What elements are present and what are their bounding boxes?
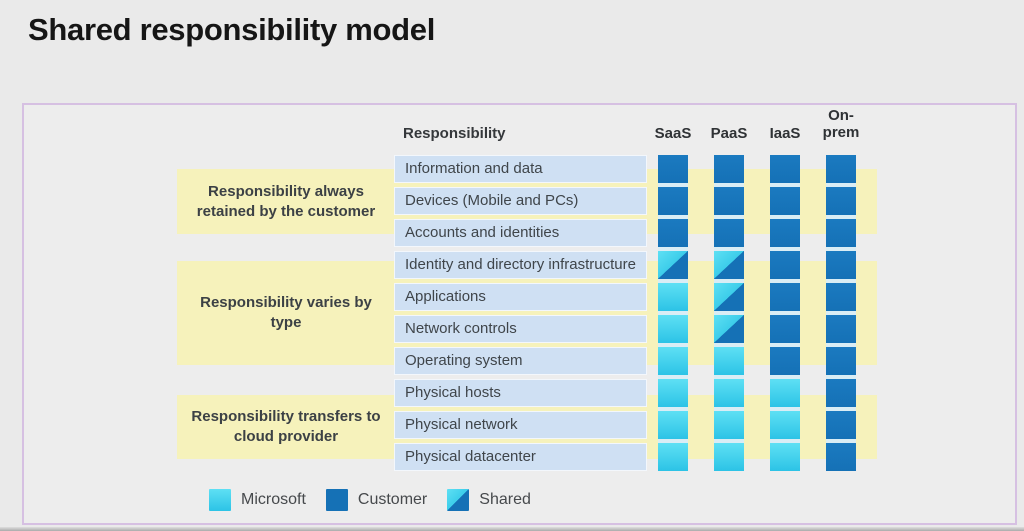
cell-customer	[826, 283, 856, 311]
column-header-onprem: On-prem	[822, 107, 860, 141]
cell-customer	[770, 251, 800, 279]
cell-column-iaas	[770, 155, 800, 471]
cell-customer	[658, 187, 688, 215]
cell-customer	[826, 379, 856, 407]
cell-shared	[658, 251, 688, 279]
cell-microsoft	[770, 411, 800, 439]
legend-item-shared: Shared	[447, 489, 531, 511]
cell-shared	[714, 283, 744, 311]
responsibility-row: Physical datacenter	[394, 443, 647, 471]
diagram-panel: Responsibility always retained by the cu…	[22, 103, 1017, 525]
column-header-paas: PaaS	[710, 125, 748, 142]
cell-microsoft	[658, 347, 688, 375]
responsibility-row: Devices (Mobile and PCs)	[394, 187, 647, 215]
cell-customer	[826, 315, 856, 343]
responsibility-row: Network controls	[394, 315, 647, 343]
cell-column-paas	[714, 155, 744, 471]
cell-shared	[714, 251, 744, 279]
cell-microsoft	[658, 443, 688, 471]
cell-microsoft	[658, 379, 688, 407]
responsibility-row: Applications	[394, 283, 647, 311]
customer-swatch-icon	[325, 489, 348, 511]
cell-customer	[826, 347, 856, 375]
cell-microsoft	[770, 443, 800, 471]
cell-customer	[770, 347, 800, 375]
cell-microsoft	[658, 283, 688, 311]
cell-microsoft	[714, 411, 744, 439]
responsibility-column-header: Responsibility	[403, 125, 506, 142]
cell-customer	[770, 315, 800, 343]
cell-customer	[826, 411, 856, 439]
cell-customer	[658, 219, 688, 247]
cell-customer	[658, 155, 688, 183]
responsibility-row: Accounts and identities	[394, 219, 647, 247]
cell-customer	[826, 251, 856, 279]
legend-label: Shared	[479, 491, 531, 508]
cell-customer	[826, 443, 856, 471]
legend-label: Microsoft	[241, 491, 306, 508]
cell-microsoft	[770, 379, 800, 407]
cell-column-onprem	[826, 155, 856, 471]
responsibility-row: Identity and directory infrastructure	[394, 251, 647, 279]
cell-microsoft	[714, 443, 744, 471]
cell-customer	[826, 219, 856, 247]
group-label: Responsibility always retained by the cu…	[196, 182, 376, 220]
legend-label: Customer	[357, 491, 428, 508]
responsibility-row: Information and data	[394, 155, 647, 183]
cell-shared	[714, 315, 744, 343]
cell-customer	[770, 283, 800, 311]
cell-customer	[714, 219, 744, 247]
cell-customer	[770, 219, 800, 247]
group-band: Responsibility varies by type	[177, 261, 877, 365]
cell-customer	[826, 155, 856, 183]
column-header-saas: SaaS	[654, 125, 692, 142]
cell-microsoft	[714, 379, 744, 407]
cell-customer	[714, 187, 744, 215]
cell-microsoft	[658, 411, 688, 439]
shared-swatch-icon	[447, 489, 470, 511]
group-label: Responsibility varies by type	[200, 294, 372, 331]
microsoft-swatch-icon	[209, 489, 231, 511]
page-title: Shared responsibility model	[28, 12, 436, 47]
cell-customer	[826, 187, 856, 215]
cell-customer	[770, 187, 800, 215]
cell-column-saas	[658, 155, 688, 471]
legend-item-customer: Customer	[325, 489, 428, 511]
legend: Microsoft Customer Shared	[209, 488, 531, 512]
bottom-shadow	[0, 527, 1024, 531]
group-label: Responsibility transfers to cloud provid…	[191, 408, 381, 445]
cell-customer	[770, 155, 800, 183]
responsibility-row: Operating system	[394, 347, 647, 375]
responsibility-row: Physical hosts	[394, 379, 647, 407]
responsibility-row: Physical network	[394, 411, 647, 439]
cell-microsoft	[658, 315, 688, 343]
column-header-iaas: IaaS	[769, 125, 801, 142]
legend-item-microsoft: Microsoft	[209, 489, 306, 511]
cell-microsoft	[714, 347, 744, 375]
cell-customer	[714, 155, 744, 183]
